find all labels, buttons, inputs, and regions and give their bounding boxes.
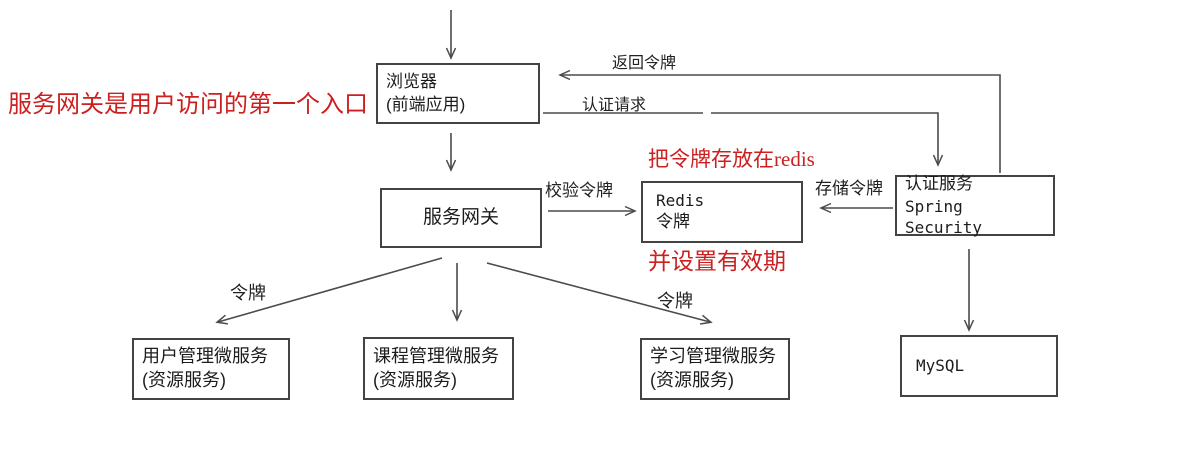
node-learning-line1: 学习管理微服务: [650, 346, 776, 367]
label-return-token: 返回令牌: [612, 55, 677, 72]
node-user-service: 用户管理微服务 (资源服务): [132, 338, 290, 400]
label-store-token: 存储令牌: [815, 179, 883, 198]
node-learning-line2: (资源服务): [650, 370, 734, 390]
node-redis-line1: Redis: [656, 191, 705, 211]
node-redis-line2: 令牌: [656, 212, 690, 232]
node-course-service: 课程管理微服务 (资源服务): [363, 337, 514, 400]
annotation-redis-store-note: 把令牌存放在redis: [648, 147, 815, 171]
arrow-return-token: [558, 69, 1001, 173]
node-learning-service: 学习管理微服务 (资源服务): [640, 338, 790, 400]
node-auth-line2: Spring Security: [905, 196, 983, 237]
node-mysql-line1: MySQL: [916, 356, 965, 376]
label-verify-token: 校验令牌: [545, 181, 613, 200]
node-user-line2: (资源服务): [142, 370, 226, 390]
node-browser: 浏览器 (前端应用): [376, 63, 540, 124]
node-redis: Redis 令牌: [641, 181, 803, 243]
node-user-line1: 用户管理微服务: [142, 346, 268, 367]
arrow-gateway-to-user-service: [215, 257, 443, 325]
annotation-redis-expiry-note: 并设置有效期: [648, 249, 786, 274]
label-token-left: 令牌: [230, 283, 266, 303]
node-course-line1: 课程管理微服务: [373, 345, 499, 366]
node-auth-service: 认证服务 Spring Security: [895, 174, 1055, 237]
label-auth-request: 认证请求: [582, 97, 647, 114]
arrow-auth-request: [711, 112, 944, 167]
node-auth-line1: 认证服务: [905, 174, 973, 194]
node-browser-line1: 浏览器: [386, 72, 437, 92]
arrow-gateway-to-learning-service: [486, 262, 713, 325]
label-token-right: 令牌: [657, 291, 693, 311]
node-gateway: 服务网关: [380, 188, 542, 248]
node-course-line2: (资源服务): [373, 369, 457, 390]
node-browser-line2: (前端应用): [386, 94, 466, 114]
node-gateway-line1: 服务网关: [422, 207, 499, 229]
node-mysql: MySQL: [900, 335, 1058, 397]
annotation-gateway-entry-note: 服务网关是用户访问的第一个入口: [8, 92, 368, 118]
